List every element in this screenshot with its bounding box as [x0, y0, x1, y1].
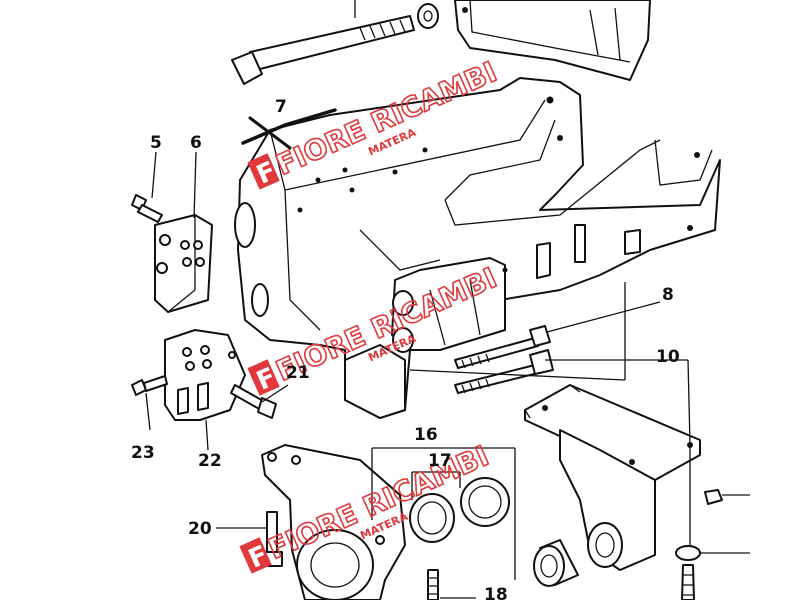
bushing-16-17 [409, 477, 510, 543]
callout-17: 17 [428, 451, 452, 471]
callout-16: 16 [414, 425, 438, 445]
bolt-18 [427, 569, 439, 601]
right-bracket [524, 384, 701, 571]
bolt-21 [230, 384, 277, 419]
callout-5: 5 [150, 133, 162, 153]
callout-23: 23 [131, 443, 155, 463]
callout-8: 8 [662, 285, 674, 305]
plate-6 [154, 214, 213, 313]
bolt-5 [131, 194, 163, 223]
upper-housing [454, 0, 651, 81]
strike-mark [241, 108, 337, 150]
front-support-frame [234, 77, 721, 419]
callout-7: 7 [275, 97, 287, 117]
leader-lines [145, 151, 691, 599]
callout-18: 18 [484, 585, 508, 600]
callout-6: 6 [190, 133, 202, 153]
top-long-bolt [231, 0, 439, 85]
right-small-bolt [704, 489, 750, 505]
lower-bracket [261, 444, 406, 601]
plate-22 [164, 329, 246, 421]
callout-20: 20 [188, 519, 212, 539]
bolt-8 [454, 325, 551, 369]
callout-21: 21 [286, 363, 310, 383]
right-nut-washer [675, 545, 750, 601]
bushing-lower [533, 539, 579, 587]
callout-10: 10 [656, 347, 680, 367]
bolt-23 [131, 375, 168, 396]
bolt-10 [454, 349, 554, 394]
callout-22: 22 [198, 451, 222, 471]
